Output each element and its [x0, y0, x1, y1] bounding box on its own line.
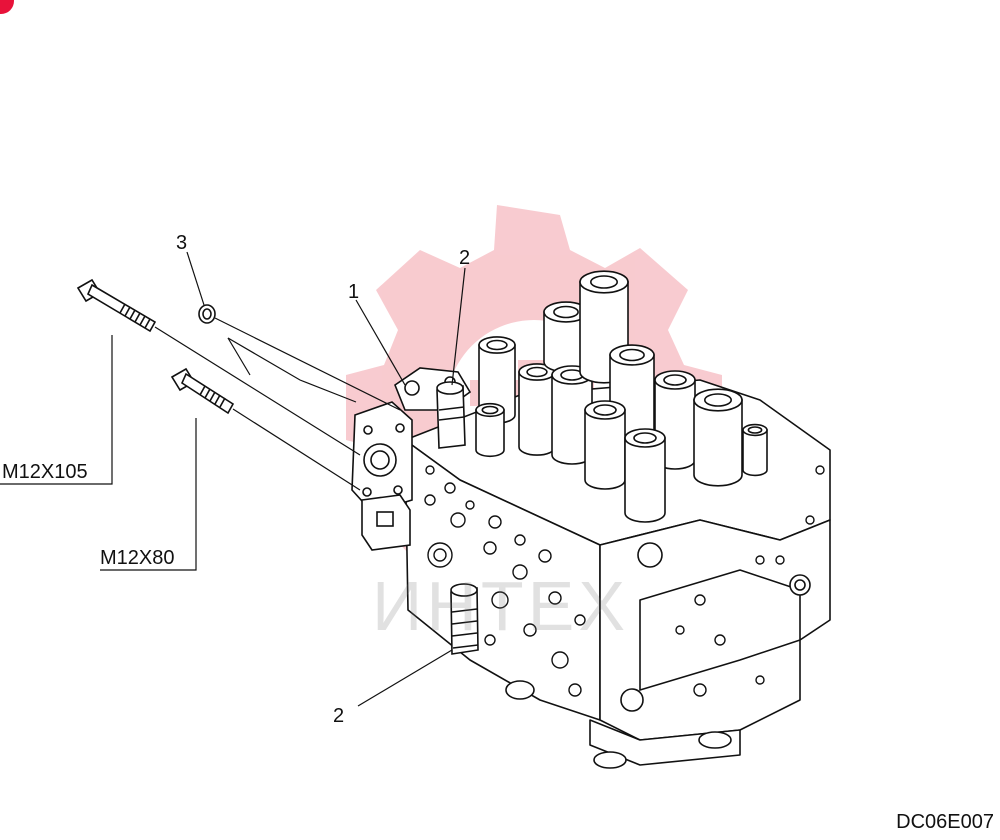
mounting-bolts — [76, 278, 235, 415]
bottom-port — [505, 680, 535, 700]
side-plug-inner — [794, 579, 806, 591]
o-ring-item-3 — [198, 304, 216, 324]
valve-right-step — [639, 569, 801, 691]
spool-cap — [475, 402, 505, 458]
valve-front-face — [404, 439, 601, 721]
leader-m12x80 — [100, 418, 197, 571]
spool-caps — [475, 270, 768, 523]
callout-2-top: 2 — [459, 247, 471, 269]
bolt-short-assembly-line — [232, 408, 361, 491]
leader-m12x105 — [0, 335, 113, 485]
leader-item-2-bottom — [357, 649, 453, 707]
gasket-plane — [227, 337, 357, 403]
leader-item-2-top — [451, 267, 466, 386]
spool-cap — [543, 301, 589, 373]
valve-port-holes — [424, 465, 825, 697]
bolt-m12x105 — [76, 278, 157, 333]
gasket-plane-2 — [227, 337, 251, 376]
bolt-m12x80 — [170, 367, 235, 415]
bolt-long-assembly-line — [154, 326, 361, 456]
leader-item-1 — [355, 299, 406, 386]
bottom-port-3 — [698, 731, 732, 749]
bottom-port-2 — [593, 751, 627, 769]
valve-bottom-lip — [589, 719, 741, 766]
relief-valve-top — [436, 381, 466, 449]
callout-3: 3 — [176, 232, 188, 254]
side-plug-2 — [620, 688, 644, 712]
watermark-text: ИНТЕХ — [372, 567, 630, 645]
spool-cap — [742, 423, 768, 477]
callout-1: 1 — [348, 281, 360, 303]
spool-cap — [624, 428, 666, 523]
leader-item-3 — [186, 251, 205, 306]
leader-lines — [0, 251, 466, 707]
relief-valve-bottom — [450, 583, 479, 655]
spool-cap — [654, 370, 696, 470]
o-ring-assembly-line — [214, 317, 401, 411]
relief-valve-cartridges — [436, 381, 479, 655]
bolt-spec-m12x80: M12X80 — [100, 547, 175, 569]
drawing-code: DC06E007 — [896, 811, 994, 833]
spool-cap — [693, 388, 743, 487]
top-port — [637, 542, 663, 568]
spool-cap — [518, 363, 556, 456]
bolt-spec-m12x105: M12X105 — [2, 461, 88, 483]
spool-cap — [551, 365, 593, 465]
callout-2-bottom: 2 — [333, 705, 345, 727]
spool-cap — [584, 400, 626, 490]
